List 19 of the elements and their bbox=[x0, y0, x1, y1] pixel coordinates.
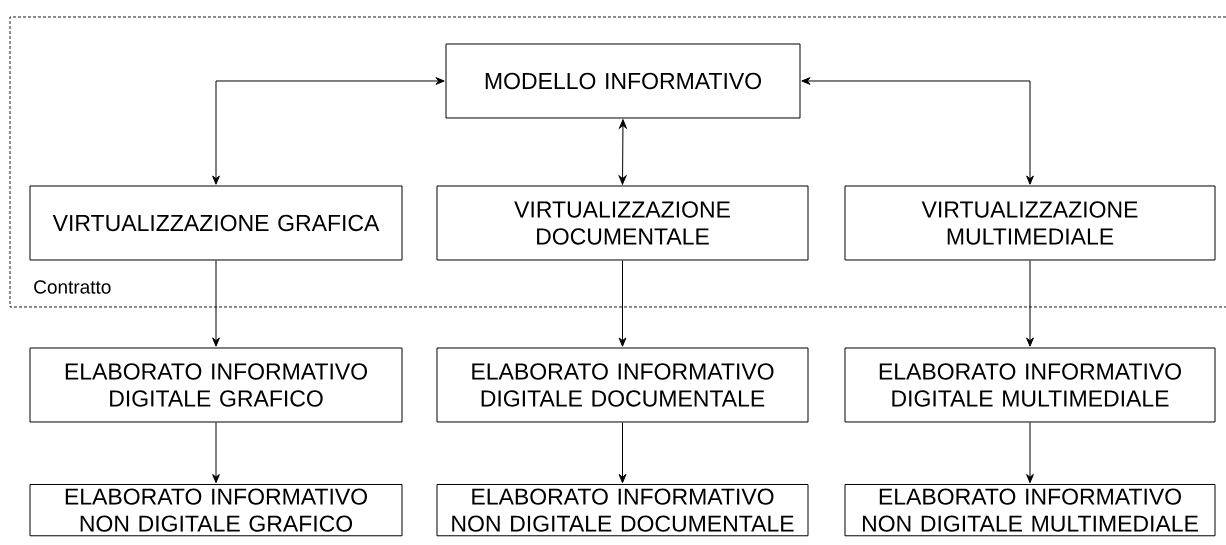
process-box: ELABORATO INFORMATIVO NON DIGITALE DOCUMENTALE bbox=[436, 484, 809, 537]
process-box: ELABORATO INFORMATIVO DIGITALE GRAFICO bbox=[29, 347, 403, 423]
process-box: ELABORATO INFORMATIVO DIGITALE DOCUMENTALE bbox=[436, 347, 809, 423]
arrow bbox=[1026, 260, 1034, 347]
arrow bbox=[212, 260, 220, 347]
process-box: ELABORATO INFORMATIVO NON DIGITALE GRAFICO bbox=[29, 484, 403, 537]
process-box: VIRTUALIZZAZIONE MULTIMEDIALE bbox=[844, 185, 1216, 261]
process-box: ELABORATO INFORMATIVO NON DIGITALE MULTIMEDIALE bbox=[844, 484, 1216, 537]
process-box: VIRTUALIZZAZIONE GRAFICA bbox=[29, 185, 403, 261]
arrow bbox=[618, 422, 627, 484]
arrow bbox=[1026, 422, 1034, 484]
arrow bbox=[618, 260, 627, 347]
arrow bbox=[801, 77, 1034, 185]
process-box: ELABORATO INFORMATIVO DIGITALE MULTIMEDIALE bbox=[844, 347, 1216, 423]
arrow bbox=[212, 422, 220, 484]
arrow bbox=[212, 77, 445, 185]
process-box: MODELLO INFORMATIVO bbox=[445, 43, 801, 119]
process-box: VIRTUALIZZAZIONE DOCUMENTALE bbox=[436, 185, 809, 261]
arrow bbox=[618, 119, 627, 185]
